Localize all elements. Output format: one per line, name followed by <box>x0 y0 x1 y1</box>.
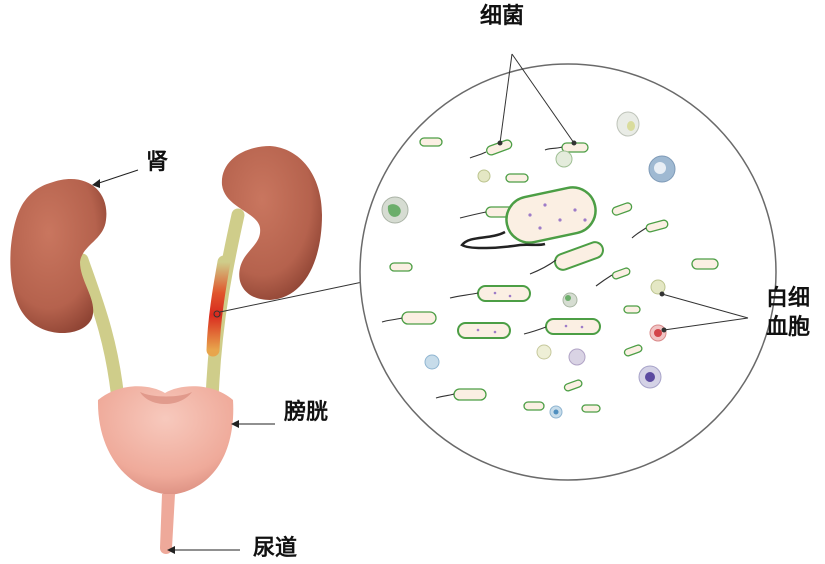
bacterium <box>458 323 510 338</box>
bladder-pointer <box>231 420 275 428</box>
bladder-label: 膀胱 <box>284 400 328 426</box>
bacterium <box>692 259 718 269</box>
bacterium <box>582 405 600 412</box>
bacterium <box>454 389 486 400</box>
bacteria-label: 细菌 <box>480 4 524 30</box>
urethra <box>160 494 175 554</box>
white-blood-cell-label-line1: 白细 <box>766 285 810 314</box>
bacterium <box>546 319 600 334</box>
white-blood-cell-label: 白细 血胞 <box>766 285 810 342</box>
urethra-label: 尿道 <box>253 536 297 562</box>
kidney-pointer <box>92 170 138 188</box>
bacterium <box>506 174 528 182</box>
bacterium <box>402 312 436 324</box>
urethra-pointer <box>167 546 240 554</box>
kidney-label: 肾 <box>146 150 168 176</box>
bacterium <box>420 138 442 146</box>
bacterium <box>478 286 530 301</box>
bacterium <box>524 402 544 410</box>
bacterium <box>624 306 640 313</box>
white-blood-cell-label-line2: 血胞 <box>766 314 810 343</box>
left-kidney <box>10 179 106 333</box>
magnified-view-circle <box>360 64 776 480</box>
bacterium <box>390 263 412 271</box>
left-ureter <box>82 260 118 400</box>
